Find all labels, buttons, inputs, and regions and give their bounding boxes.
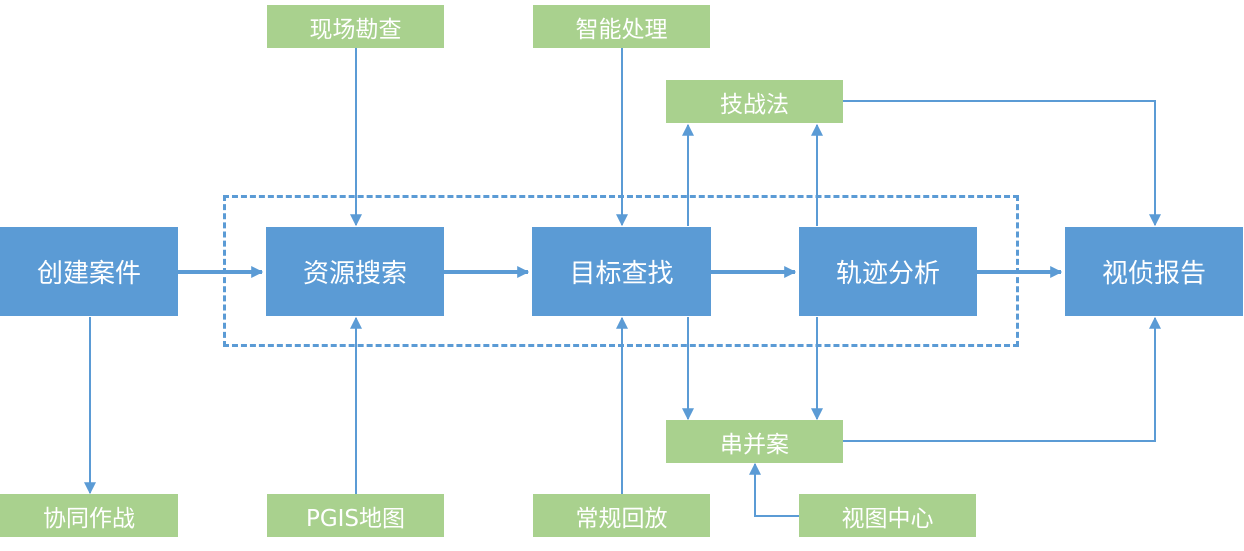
create-case-box: 创建案件: [0, 227, 178, 316]
onsite-survey-box: 现场勘查: [267, 5, 444, 48]
collab-ops-box: 协同作战: [0, 494, 178, 537]
arrow-serial-to-report: [843, 316, 1161, 442]
smart-processing-box: 智能处理: [533, 5, 710, 48]
arrow-tactics-to-report: [843, 100, 1161, 227]
arrow-viewcenter-to-serial: [749, 462, 799, 517]
resource-search-box: 资源搜索: [266, 227, 444, 316]
core-process-dashed-frame: [223, 195, 1019, 347]
serial-case-box: 串并案: [666, 420, 843, 463]
view-center-box: 视图中心: [799, 494, 976, 537]
track-analysis-box: 轨迹分析: [799, 227, 977, 316]
video-report-box: 视侦报告: [1065, 227, 1243, 316]
routine-playback-box: 常规回放: [533, 494, 710, 537]
tactics-box: 技战法: [666, 80, 843, 123]
target-find-box: 目标查找: [532, 227, 711, 316]
pgis-map-box: PGIS地图: [267, 494, 444, 537]
